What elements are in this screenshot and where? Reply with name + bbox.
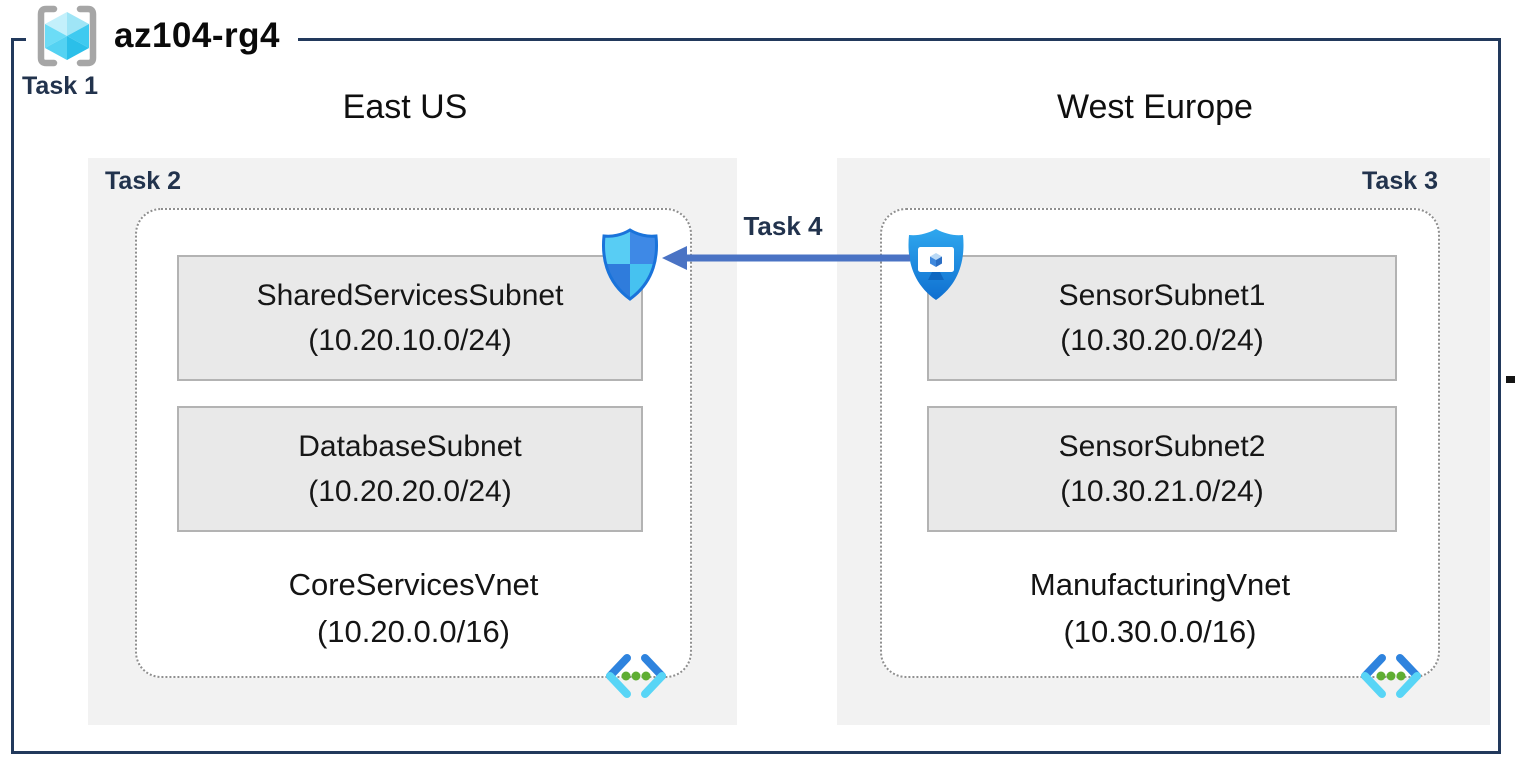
subnet-cidr: (10.30.21.0/24)	[1060, 475, 1264, 508]
vnet-label: ManufacturingVnet (10.30.0.0/16)	[882, 562, 1438, 655]
subnet-name: SensorSubnet1	[1058, 279, 1266, 312]
region-title-east-us: East US	[342, 88, 468, 126]
subnet-sensor2: SensorSubnet2 (10.30.21.0/24)	[927, 406, 1397, 532]
peering-arrow	[662, 246, 910, 270]
edge-dash-mark	[1506, 376, 1515, 383]
resource-group-header: az104-rg4	[26, 4, 298, 68]
region-box-west-europe: Task 3 SensorSubnet1 (10.30.20.0/24) Sen…	[837, 158, 1490, 725]
vnet-label: CoreServicesVnet (10.20.0.0/16)	[137, 562, 690, 655]
subnet-shared-services: SharedServicesSubnet (10.20.10.0/24)	[177, 255, 643, 381]
resource-group-icon	[37, 5, 97, 67]
vnet-manufacturing: SensorSubnet1 (10.30.20.0/24) SensorSubn…	[880, 208, 1440, 698]
resource-group-title: az104-rg4	[114, 16, 280, 55]
vnet-core-services: SharedServicesSubnet (10.20.10.0/24) Dat…	[135, 208, 692, 698]
virtual-network-icon	[606, 654, 666, 698]
resource-group-boundary	[11, 38, 1501, 754]
subnet-name: SensorSubnet2	[1058, 430, 1266, 463]
subnet-name: SharedServicesSubnet	[256, 279, 564, 312]
subnet-sensor1: SensorSubnet1 (10.30.20.0/24)	[927, 255, 1397, 381]
virtual-network-icon	[1361, 654, 1421, 698]
task2-label: Task 2	[105, 167, 181, 195]
vnet-name: ManufacturingVnet	[1029, 567, 1291, 602]
vnet-name: CoreServicesVnet	[288, 567, 539, 602]
subnet-database: DatabaseSubnet (10.20.20.0/24)	[177, 406, 643, 532]
task1-label: Task 1	[22, 72, 98, 100]
subnet-cidr: (10.20.20.0/24)	[308, 475, 512, 508]
task3-label: Task 3	[1362, 167, 1438, 195]
region-title-west-europe: West Europe	[1057, 88, 1253, 126]
vnet-cidr: (10.20.0.0/16)	[316, 613, 511, 649]
task4-label: Task 4	[743, 211, 823, 241]
bastion-shield-icon	[908, 229, 964, 300]
subnet-name: DatabaseSubnet	[298, 430, 522, 463]
subnet-cidr: (10.30.20.0/24)	[1060, 324, 1264, 357]
subnet-cidr: (10.20.10.0/24)	[308, 324, 512, 357]
network-security-group-icon	[602, 228, 658, 301]
region-box-east-us: Task 2 SharedServicesSubnet (10.20.10.0/…	[88, 158, 737, 725]
vnet-cidr: (10.30.0.0/16)	[1063, 613, 1257, 649]
